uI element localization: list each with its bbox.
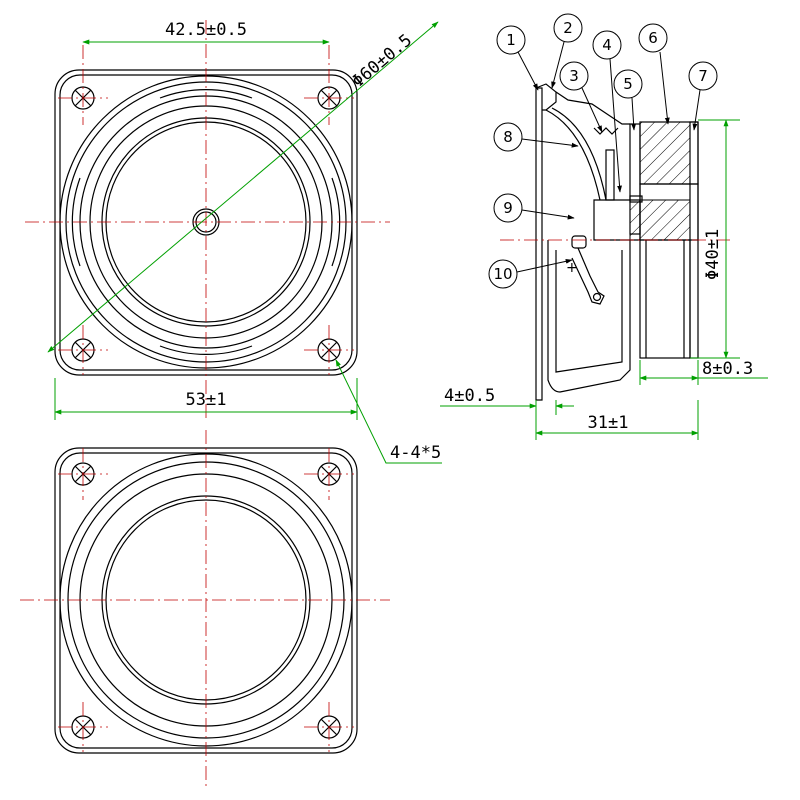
part-callout-label: 3 bbox=[569, 67, 579, 85]
dim-frame-width: 53±1 bbox=[54, 378, 358, 420]
part-callout-label: 5 bbox=[623, 75, 633, 93]
part-callout-label: 7 bbox=[698, 67, 708, 85]
part-callout: 5 bbox=[613, 69, 643, 131]
side-terminal bbox=[571, 235, 587, 249]
part-callout: 3 bbox=[559, 61, 603, 133]
part-callout: 10 bbox=[488, 258, 573, 289]
dim-diagonal-diameter: Φ60±0.5 bbox=[47, 21, 439, 353]
terminal-plus-mark: + bbox=[566, 260, 578, 276]
side-terminal-hole bbox=[592, 292, 602, 302]
dim-mount-holes-label: 4-4*5 bbox=[390, 443, 441, 463]
dim-magnet-thickness-label: 8±0.3 bbox=[702, 359, 753, 379]
side-gasket bbox=[535, 83, 557, 111]
part-callout: 1 bbox=[496, 25, 539, 91]
side-terminal-lug bbox=[571, 247, 605, 305]
part-callout: 7 bbox=[688, 61, 718, 131]
part-callouts: 1 2 3 4 5 6 7 bbox=[488, 13, 718, 289]
dim-magnet-diameter: Φ40±1 bbox=[690, 119, 740, 359]
dim-hole-spacing-label: 42.5±0.5 bbox=[165, 20, 247, 40]
part-callout: 9 bbox=[493, 193, 575, 223]
side-cone bbox=[545, 109, 601, 201]
part-callout: 6 bbox=[638, 23, 670, 125]
part-callout: 2 bbox=[551, 13, 583, 89]
side-cone-inner bbox=[551, 107, 607, 201]
dim-flange-depth: 4±0.5 bbox=[440, 386, 574, 440]
part-callout-label: 2 bbox=[563, 19, 573, 37]
part-callout-label: 9 bbox=[503, 199, 513, 217]
part-callout: 8 bbox=[493, 122, 579, 152]
side-basket-upper bbox=[555, 91, 630, 125]
dim-mount-holes: 4-4*5 bbox=[335, 359, 442, 464]
side-spider bbox=[593, 127, 619, 135]
part-callout-label: 6 bbox=[648, 29, 658, 47]
side-flange bbox=[535, 87, 543, 401]
dim-hole-spacing: 42.5±0.5 bbox=[82, 20, 330, 45]
part-callout: 4 bbox=[592, 30, 622, 193]
side-basket-lower-inner bbox=[555, 250, 623, 373]
part-callout-label: 4 bbox=[602, 36, 612, 54]
part-callout-label: 10 bbox=[493, 265, 512, 283]
dim-total-depth-label: 31±1 bbox=[588, 413, 629, 433]
dim-diagonal-label: Φ60±0.5 bbox=[348, 30, 416, 91]
dim-flange-depth-label: 4±0.5 bbox=[444, 386, 495, 406]
dim-frame-width-label: 53±1 bbox=[186, 390, 227, 410]
side-hatching bbox=[629, 121, 691, 241]
part-callout-label: 8 bbox=[503, 128, 513, 146]
dim-magnet-diameter-label: Φ40±1 bbox=[703, 229, 723, 280]
side-basket-lower bbox=[547, 240, 631, 393]
rear-centerlines bbox=[20, 430, 390, 790]
side-voice-coil bbox=[605, 149, 615, 201]
part-callout-label: 1 bbox=[506, 31, 516, 49]
dim-magnet-thickness: 8±0.3 bbox=[639, 359, 768, 385]
side-magnet-back bbox=[639, 239, 691, 359]
dim-total-depth: 31±1 bbox=[535, 400, 699, 440]
